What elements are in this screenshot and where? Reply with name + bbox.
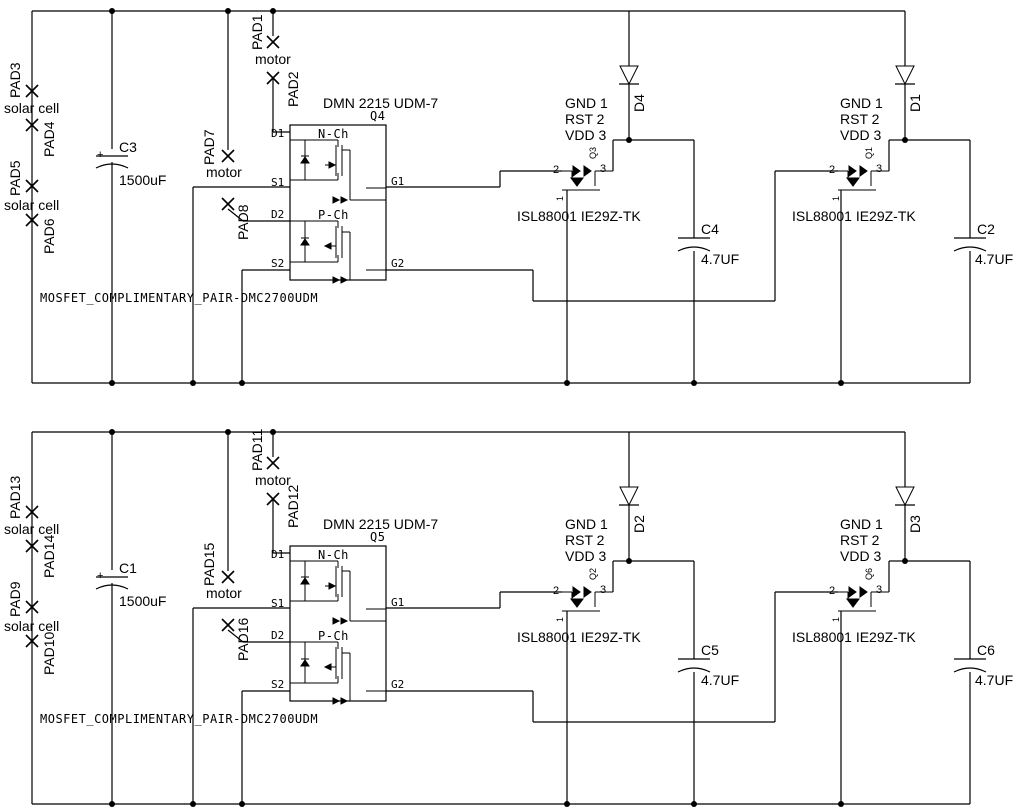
pad-label: PAD15 [201,542,217,586]
pin-label: D2 [271,629,284,642]
pin-number: 1 [555,196,565,201]
pin-number: 2 [553,164,559,176]
pin-vdd-label: VDD 3 [840,127,881,143]
solar-cell-label: solar cell [4,618,59,634]
pin-number: 1 [555,617,565,622]
pad-label: PAD6 [41,218,57,254]
p-channel-label: P-Ch [318,629,349,643]
pad-label: PAD9 [7,581,23,617]
transistor-ref: Q1 [864,147,874,159]
capacitor-value: 4.7UF [701,672,739,688]
p-channel-label: P-Ch [318,208,349,222]
pin-label: G2 [391,678,404,691]
pad-label: PAD10 [41,631,57,675]
pad-label: PAD16 [235,617,251,661]
mosfet-part: DMN 2215 UDM-7 [323,516,438,532]
pad-label: PAD7 [201,129,217,165]
n-channel-label: N-Ch [318,548,349,562]
motor-label: motor [206,164,242,180]
transistor-ref: Q3 [588,147,598,159]
capacitor-value: 4.7UF [975,251,1013,267]
capacitor-value: 1500uF [119,172,166,188]
pin-number: 3 [600,163,606,175]
motor-label: motor [255,51,291,67]
motor-label: motor [206,585,242,601]
diode-ref: D3 [907,515,923,533]
capacitor-ref: C6 [977,642,995,658]
pin-label: D1 [271,127,284,140]
pin-vdd-label: VDD 3 [565,548,606,564]
polarity-mark: + [97,149,103,161]
solar-cell-label: solar cell [4,197,59,213]
capacitor-value: 4.7UF [701,251,739,267]
diode-ref: D4 [631,94,647,112]
supervisor-part: ISL88001 IE29Z-TK [792,629,916,645]
pad-label: PAD11 [249,429,265,471]
circuit-section-2: PAD11 motor PAD12 PAD13 solar cell PAD14… [4,429,1013,807]
pin-number: 2 [829,164,835,176]
pin-rst-label: RST 2 [565,111,605,127]
pin-vdd-label: VDD 3 [840,548,881,564]
pin-label: S1 [271,597,284,610]
mosfet-ref: Q4 [370,109,385,123]
pin-label: D2 [271,208,284,221]
pin-gnd-label: GND 1 [840,516,883,532]
pad-label: PAD12 [285,484,301,528]
pin-label: G2 [391,257,404,270]
motor-label: motor [255,472,291,488]
polarity-mark: + [97,570,103,582]
pin-label: S2 [271,678,284,691]
pin-number: 3 [876,163,882,175]
mosfet-part: DMN 2215 UDM-7 [323,95,438,111]
pin-vdd-label: VDD 3 [565,127,606,143]
capacitor-ref: C3 [119,139,137,155]
solar-cell-label: solar cell [4,100,59,116]
pin-label: G1 [391,596,404,609]
pad-label: PAD2 [285,71,301,107]
footprint-label: MOSFET_COMPLIMENTARY_PAIR-DMC2700UDM [40,712,318,726]
pin-number: 3 [876,584,882,596]
transistor-ref: Q2 [588,568,598,580]
pad-label: PAD3 [7,62,23,98]
diode-ref: D1 [907,94,923,112]
pin-label: D1 [271,548,284,561]
pad-label: PAD1 [249,14,265,50]
transistor-ref: Q6 [864,568,874,580]
pin-number: 2 [553,585,559,597]
mosfet-ref: Q5 [370,530,385,544]
pin-number: 2 [829,585,835,597]
pad-label: PAD8 [235,204,251,240]
pin-label: S2 [271,257,284,270]
capacitor-value: 1500uF [119,593,166,609]
diode-ref: D2 [631,515,647,533]
pin-label: S1 [271,176,284,189]
pin-rst-label: RST 2 [840,111,880,127]
supervisor-part: ISL88001 IE29Z-TK [517,629,641,645]
capacitor-ref: C1 [119,560,137,576]
pin-gnd-label: GND 1 [565,95,608,111]
circuit-section-1: PAD1 motor PAD2 PAD3 solar cell PAD4 PAD… [4,8,1013,386]
solar-cell-label: solar cell [4,521,59,537]
pin-gnd-label: GND 1 [565,516,608,532]
pin-gnd-label: GND 1 [840,95,883,111]
pin-label: G1 [391,175,404,188]
n-channel-label: N-Ch [318,127,349,141]
pin-rst-label: RST 2 [840,532,880,548]
pad-label: PAD14 [41,534,57,578]
capacitor-ref: C2 [977,221,995,237]
supervisor-part: ISL88001 IE29Z-TK [792,208,916,224]
pin-rst-label: RST 2 [565,532,605,548]
pin-number: 1 [831,617,841,622]
pin-number: 1 [831,196,841,201]
capacitor-ref: C5 [701,642,719,658]
pad-label: PAD13 [7,475,23,519]
pin-number: 3 [600,584,606,596]
footprint-label: MOSFET_COMPLIMENTARY_PAIR-DMC2700UDM [40,291,318,305]
pad-label: PAD5 [7,160,23,196]
supervisor-part: ISL88001 IE29Z-TK [517,208,641,224]
capacitor-ref: C4 [701,221,719,237]
pad-label: PAD4 [41,121,57,157]
capacitor-value: 4.7UF [975,672,1013,688]
